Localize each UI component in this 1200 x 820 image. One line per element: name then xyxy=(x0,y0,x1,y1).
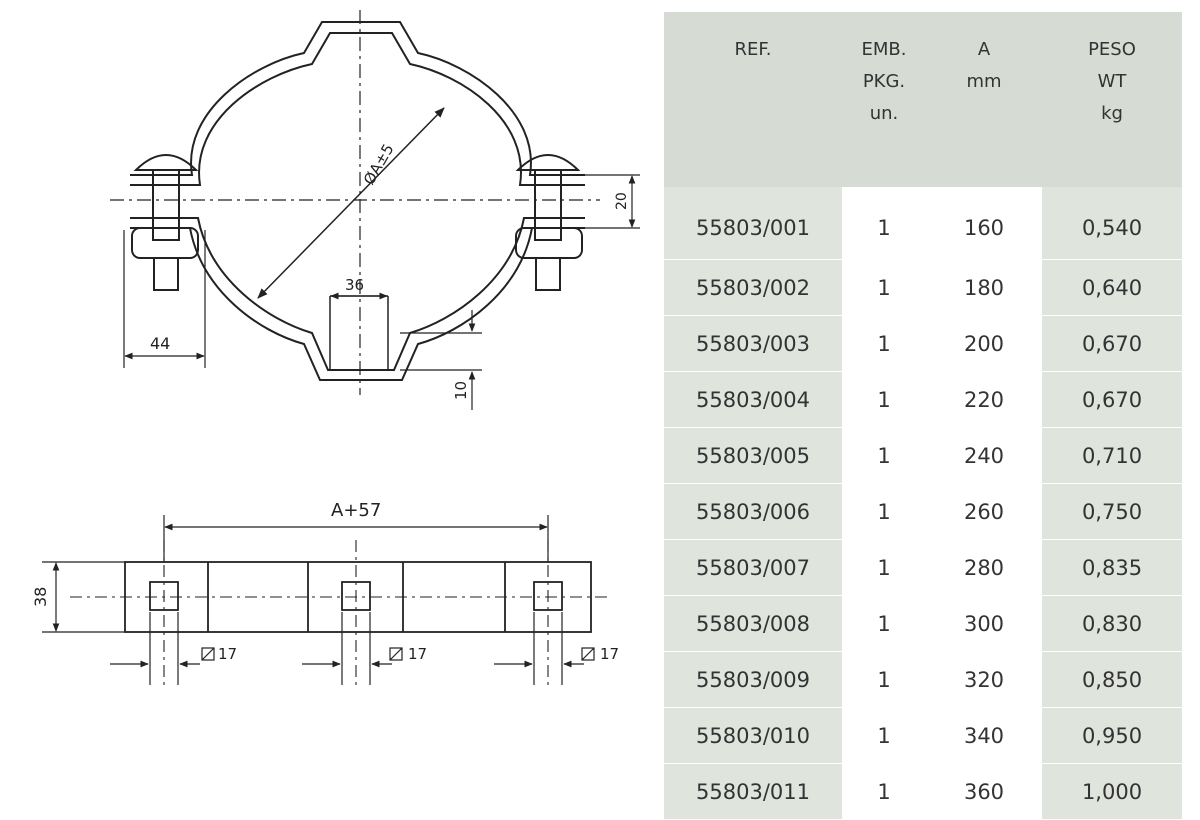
lower-strap-inner xyxy=(130,227,585,381)
header-emb: EMB. PKG. un. xyxy=(842,12,926,187)
lower-strap-outer xyxy=(130,217,585,371)
cell-a: 340 xyxy=(926,707,1042,764)
technical-drawing: ØA±5 20 36 44 10 xyxy=(31,10,640,690)
cell-ref: 55803/004 xyxy=(664,371,842,428)
cell-wt: 0,540 xyxy=(1042,187,1182,260)
cell-wt: 0,830 xyxy=(1042,595,1182,652)
cell-wt: 0,670 xyxy=(1042,315,1182,372)
header-row: REF. EMB. PKG. un. A mm PESO WT kg xyxy=(664,12,1182,187)
cell-emb: 1 xyxy=(842,651,926,708)
hole-callout-center: 17 xyxy=(302,612,427,685)
cell-wt: 0,750 xyxy=(1042,483,1182,540)
dim-a57: A+57 xyxy=(163,500,549,562)
dim-10-label: 10 xyxy=(452,381,470,400)
left-bolt-shank xyxy=(152,169,180,241)
cell-a: 220 xyxy=(926,371,1042,428)
centre-lines xyxy=(110,10,600,395)
cell-emb: 1 xyxy=(842,763,926,820)
diameter-dimension: ØA±5 xyxy=(257,107,445,299)
left-nut xyxy=(131,227,199,259)
header-a: A mm xyxy=(926,12,1042,187)
dim-10: 10 xyxy=(400,310,482,410)
cell-ref: 55803/005 xyxy=(664,427,842,484)
hole-2-label: 17 xyxy=(408,645,427,663)
plan-centre-lines xyxy=(70,540,610,690)
diameter-label: ØA±5 xyxy=(360,141,398,188)
left-bolt-thread xyxy=(153,257,179,291)
cell-a: 160 xyxy=(926,187,1042,260)
cell-wt: 0,710 xyxy=(1042,427,1182,484)
dim-a57-label: A+57 xyxy=(331,500,381,521)
cell-a: 320 xyxy=(926,651,1042,708)
right-bolt-shank xyxy=(534,169,562,241)
center-slot xyxy=(329,295,389,370)
cell-emb: 1 xyxy=(842,539,926,596)
cell-a: 240 xyxy=(926,427,1042,484)
right-bolt-head xyxy=(515,154,581,171)
cell-wt: 1,000 xyxy=(1042,763,1182,820)
cell-emb: 1 xyxy=(842,595,926,652)
dim-36-label: 36 xyxy=(345,276,364,294)
hole-3-label: 17 xyxy=(600,645,619,663)
dim-44-label: 44 xyxy=(150,334,170,353)
clamp-front-view xyxy=(130,21,585,381)
cell-emb: 1 xyxy=(842,483,926,540)
cell-wt: 0,640 xyxy=(1042,259,1182,316)
cell-a: 260 xyxy=(926,483,1042,540)
cell-ref: 55803/006 xyxy=(664,483,842,540)
upper-strap-inner xyxy=(130,21,585,176)
hole-callout-left: 17 xyxy=(110,612,237,685)
dim-20: 20 xyxy=(585,174,640,229)
header-ref: REF. xyxy=(664,12,842,187)
dim-38: 38 xyxy=(31,561,125,633)
left-bolt-head xyxy=(133,154,199,171)
cell-a: 360 xyxy=(926,763,1042,820)
hole-1-label: 17 xyxy=(218,645,237,663)
upper-strap-outer xyxy=(130,32,585,186)
cell-emb: 1 xyxy=(842,187,926,260)
hole-callout-right: 17 xyxy=(494,612,619,685)
cell-ref: 55803/002 xyxy=(664,259,842,316)
cell-wt: 0,835 xyxy=(1042,539,1182,596)
cell-emb: 1 xyxy=(842,427,926,484)
cell-ref: 55803/001 xyxy=(664,187,842,260)
cell-ref: 55803/009 xyxy=(664,651,842,708)
cell-a: 180 xyxy=(926,259,1042,316)
dim-44: 44 xyxy=(123,230,206,368)
cell-ref: 55803/008 xyxy=(664,595,842,652)
cell-wt: 0,670 xyxy=(1042,371,1182,428)
right-nut xyxy=(515,227,583,259)
cell-ref: 55803/010 xyxy=(664,707,842,764)
dim-38-label: 38 xyxy=(31,587,50,607)
cell-emb: 1 xyxy=(842,371,926,428)
cell-emb: 1 xyxy=(842,315,926,372)
right-bolt-thread xyxy=(535,257,561,291)
cell-wt: 0,950 xyxy=(1042,707,1182,764)
cell-a: 280 xyxy=(926,539,1042,596)
cell-emb: 1 xyxy=(842,259,926,316)
header-wt: PESO WT kg xyxy=(1042,12,1182,187)
cell-ref: 55803/011 xyxy=(664,763,842,820)
dim-20-label: 20 xyxy=(614,192,630,210)
cell-a: 300 xyxy=(926,595,1042,652)
spec-table: REF. EMB. PKG. un. A mm PESO WT kg 55803… xyxy=(664,12,1182,820)
cell-wt: 0,850 xyxy=(1042,651,1182,708)
cell-emb: 1 xyxy=(842,707,926,764)
cell-ref: 55803/003 xyxy=(664,315,842,372)
dim-36: 36 xyxy=(330,276,388,300)
cell-a: 200 xyxy=(926,315,1042,372)
cell-ref: 55803/007 xyxy=(664,539,842,596)
